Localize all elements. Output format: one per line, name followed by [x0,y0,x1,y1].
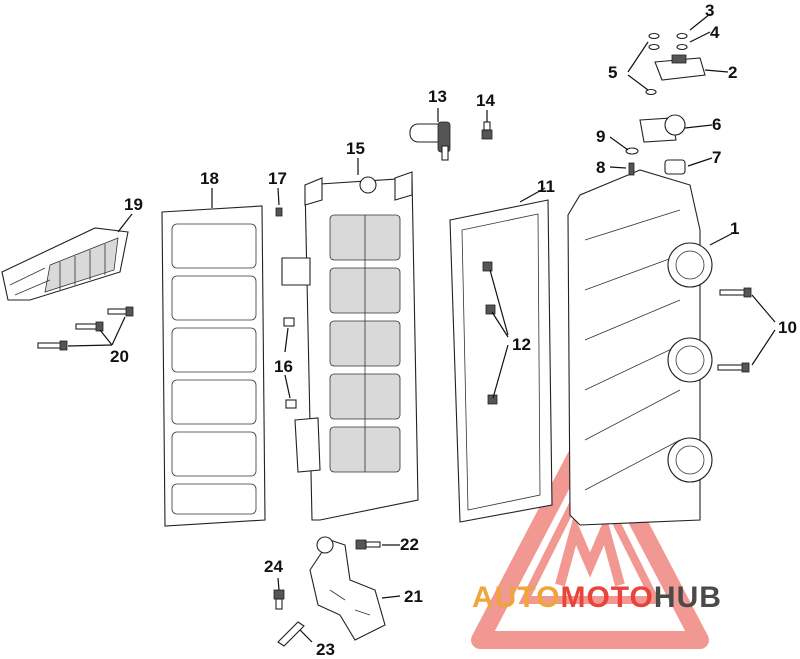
clip-9 [625,147,639,155]
callout-labels: 1 2 3 4 5 6 7 8 9 10 11 12 13 14 15 16 1… [110,1,797,659]
intake-manifold-1 [567,169,713,526]
callout-10: 10 [778,318,797,337]
bolts-20 [37,306,134,351]
reed-block-15 [281,171,419,521]
bracket-21 [309,536,386,641]
callout-19: 19 [124,195,143,214]
callout-11: 11 [537,177,555,196]
pin-8 [628,162,635,176]
callout-12: 12 [512,335,531,354]
watermark-part1: AUTO [472,581,560,614]
svg-text:AUTOMOTOHUB: AUTOMOTOHUB [472,581,722,614]
fittings-16-17 [275,207,297,409]
callout-14: 14 [476,91,495,110]
gasket-11 [449,199,553,523]
sensor-6 [639,114,686,143]
watermark-part3: HUB [654,581,722,614]
callout-16: 16 [274,357,293,376]
washers-3-4 [645,32,688,96]
callout-8: 8 [596,158,605,177]
callout-6: 6 [712,115,721,134]
spacer-7 [664,159,686,175]
callout-22: 22 [400,535,419,554]
watermark-logo [471,421,709,649]
callout-4: 4 [710,23,720,42]
callout-23: 23 [316,640,335,659]
callout-18: 18 [200,169,219,188]
callout-20: 20 [110,347,129,366]
watermark-part2: MOTO [560,581,653,614]
callout-13: 13 [428,87,447,106]
bolt-24 [273,589,285,610]
fitting-13 [409,121,451,161]
bolts-10 [717,287,752,373]
callout-24: 24 [264,557,283,576]
bolts-12 [482,261,498,405]
callout-5: 5 [608,63,617,82]
callout-7: 7 [712,148,721,167]
bolt-22 [355,539,381,550]
callout-15: 15 [346,139,365,158]
callout-9: 9 [596,127,605,146]
intake-horn-part [1,227,129,301]
clip-23 [277,621,305,647]
callout-21: 21 [404,587,423,606]
sensor-2 [654,54,706,81]
callout-3: 3 [705,1,714,20]
leader-lines [67,13,776,643]
bolt-14 [481,121,493,140]
callout-17: 17 [268,169,287,188]
watermark-text: AUTOMOTOHUB [472,581,722,614]
callout-1: 1 [730,219,739,238]
callout-2: 2 [728,63,737,82]
gasket-18 [161,205,266,527]
